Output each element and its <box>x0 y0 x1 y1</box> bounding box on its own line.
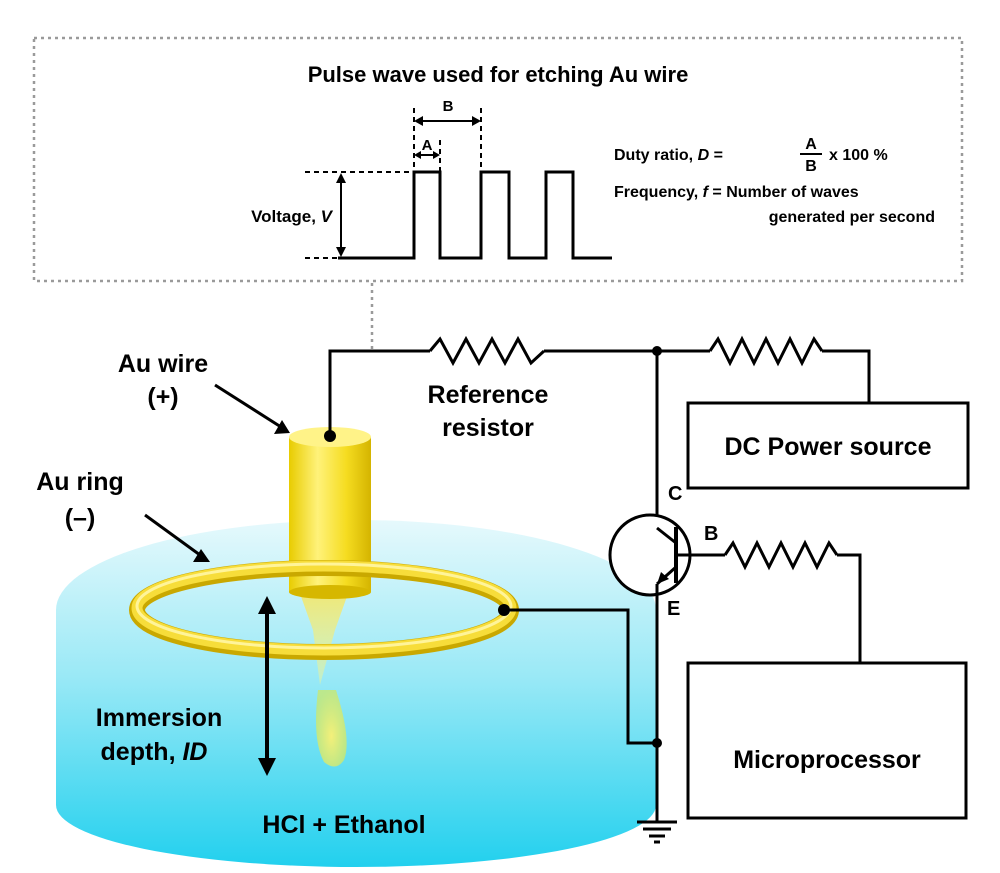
etched-drop <box>316 690 347 767</box>
frequency-label: Frequency, f = Number of waves <box>614 184 859 201</box>
transistor-collector-lead <box>656 526 677 545</box>
collector-label: C <box>668 483 682 505</box>
duty-numerator: A <box>805 136 817 153</box>
microprocessor-label: Microprocessor <box>733 746 921 774</box>
pulse-width-label: A <box>422 137 433 154</box>
pulse-waveform <box>338 170 612 260</box>
frequency-line-2: generated per second <box>769 209 935 226</box>
base-resistor <box>723 539 839 571</box>
wire-from-au <box>328 349 430 433</box>
period-arrow-right-head <box>472 116 481 126</box>
au-ring-label-1: Au ring <box>36 468 124 496</box>
pulse-width-arrow-left-head <box>414 151 421 159</box>
base-label: B <box>704 523 718 545</box>
au-wire-pointer <box>214 383 282 429</box>
immersion-label-1: Immersion <box>96 704 222 732</box>
wire-from-ring <box>503 608 657 745</box>
immersion-label-2: depth, ID <box>101 738 208 766</box>
etched-tip <box>298 588 350 685</box>
dc-power-label: DC Power source <box>724 433 931 461</box>
au-ring-highlight <box>135 562 513 650</box>
immersion-arrow-bottom-head <box>258 758 276 776</box>
au-wire-bottom <box>289 585 371 599</box>
reference-resistor-label-1: Reference <box>428 381 549 409</box>
au-ring-pointer <box>144 513 201 557</box>
voltage-label: Voltage, V <box>251 207 334 226</box>
wire-contact <box>324 430 336 442</box>
au-wire-pointer-head <box>274 420 290 434</box>
pulse-width-arrow-right-head <box>433 151 440 159</box>
wire-to-dc <box>822 349 871 403</box>
dc-power-box <box>686 401 970 490</box>
au-wire-label-1: Au wire <box>118 350 208 378</box>
power-resistor <box>708 335 824 367</box>
voltage-arrow-bottom-head <box>336 247 346 257</box>
ring-contact <box>498 604 510 616</box>
period-arrow-left-head <box>414 116 423 126</box>
au-ring-pointer-head <box>193 549 210 562</box>
transistor-emitter-arrow <box>657 572 669 584</box>
au-ring-label-2: (–) <box>65 504 96 532</box>
duty-denominator: B <box>805 158 817 175</box>
pulse-panel-title: Pulse wave used for etching Au wire <box>308 62 689 87</box>
duty-suffix: x 100 % <box>829 147 888 164</box>
reference-resistor-label-2: resistor <box>442 414 534 442</box>
emitter-label: E <box>667 598 680 620</box>
duty-ratio-label: Duty ratio, D = <box>614 147 723 164</box>
solution-label: HCl + Ethanol <box>262 811 425 839</box>
period-label: B <box>443 98 454 115</box>
microprocessor-box <box>686 661 968 820</box>
immersion-arrow-top-head <box>258 596 276 614</box>
pulse-panel-frame <box>32 36 964 283</box>
voltage-arrow-top-head <box>336 173 346 183</box>
au-wire-label-2: (+) <box>147 383 178 411</box>
reference-resistor <box>428 335 546 367</box>
wire-to-micro <box>837 553 862 663</box>
